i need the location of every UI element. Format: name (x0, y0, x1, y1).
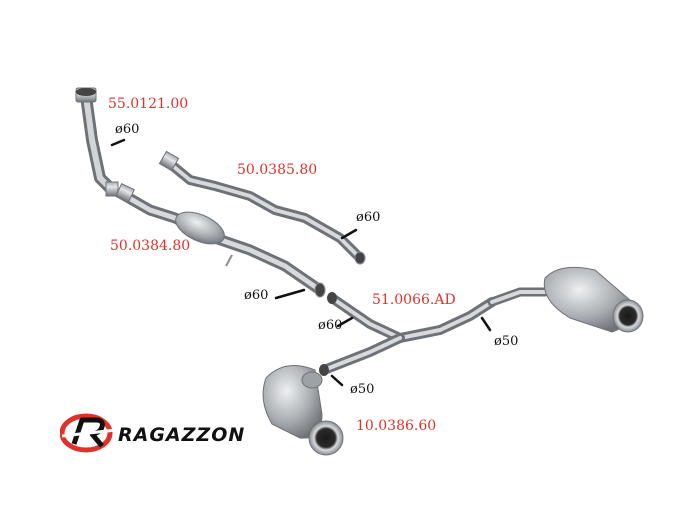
ragazzon-logo: RAGAZZON (59, 412, 250, 454)
rear-silencer-part-code: 10.0386.60 (356, 418, 437, 434)
downpipe-part-code: 55.0121.00 (108, 96, 189, 112)
diameter-label-right-outlet: ø50 (494, 334, 519, 349)
left-rear-silencer (262, 365, 344, 456)
diameter-label-downpipe: ø60 (115, 122, 140, 137)
downpipe (75, 87, 119, 197)
brand-name: RAGAZZON (118, 424, 246, 446)
diameter-label-y-pipe-inlet: ø60 (318, 318, 343, 333)
ragazzon-r-logo-icon (59, 413, 117, 453)
diameter-label-front-pipe: ø60 (244, 288, 269, 303)
leader-lines (110, 138, 492, 387)
diameter-label-second-pipe: ø60 (356, 210, 381, 225)
y-pipe-part-code: 51.0066.AD (372, 292, 456, 308)
diameter-label-left-outlet: ø50 (350, 382, 375, 397)
y-pipe (319, 287, 550, 376)
second-pipe (158, 150, 366, 265)
right-rear-silencer (543, 266, 644, 333)
front-pipe (115, 183, 326, 298)
front-pipe-part-code: 50.0384.80 (110, 238, 191, 254)
second-pipe-part-code: 50.0385.80 (237, 162, 318, 178)
